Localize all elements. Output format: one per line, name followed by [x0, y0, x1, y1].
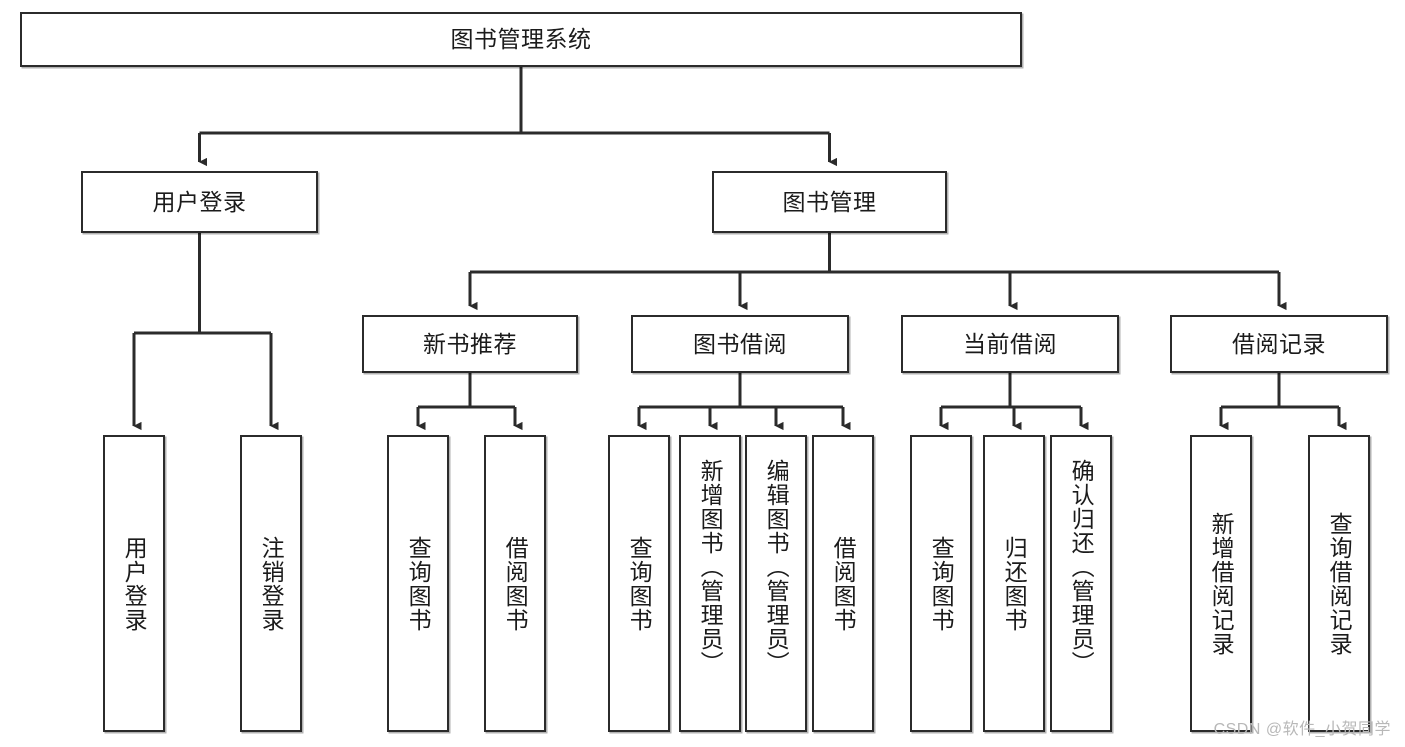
- node-leaf-confirm-return-admin-label: 确认归还（管理员）: [1068, 459, 1095, 675]
- node-leaf-query-book-3[interactable]: 查询图书: [910, 435, 972, 732]
- node-leaf-query-book-2[interactable]: 查询图书: [608, 435, 670, 732]
- node-leaf-add-borrow-record-label: 新增借阅记录: [1208, 511, 1235, 656]
- node-current-borrow[interactable]: 当前借阅: [901, 315, 1119, 373]
- node-leaf-edit-book-admin-label: 编辑图书（管理员）: [763, 459, 790, 675]
- node-leaf-user-logout-label: 注销登录: [258, 535, 285, 632]
- node-leaf-query-book-3-label: 查询图书: [928, 535, 955, 632]
- node-user-login-label: 用户登录: [152, 188, 247, 215]
- node-leaf-add-book-admin-label: 新增图书（管理员）: [697, 459, 724, 675]
- node-book-manage-label: 图书管理: [782, 188, 877, 215]
- node-leaf-user-logout[interactable]: 注销登录: [240, 435, 302, 732]
- node-leaf-borrow-book-2-label: 借阅图书: [830, 535, 857, 632]
- node-leaf-query-book-1-label: 查询图书: [405, 535, 432, 632]
- watermark-text: CSDN @软件_小贺同学: [1213, 721, 1391, 738]
- node-leaf-edit-book-admin[interactable]: 编辑图书（管理员）: [745, 435, 807, 732]
- node-leaf-user-login-label: 用户登录: [121, 535, 148, 632]
- node-leaf-confirm-return-admin[interactable]: 确认归还（管理员）: [1050, 435, 1112, 732]
- node-leaf-borrow-book-1-label: 借阅图书: [502, 535, 529, 632]
- node-new-book-rec[interactable]: 新书推荐: [362, 315, 578, 373]
- node-leaf-query-borrow-record-label: 查询借阅记录: [1326, 511, 1353, 656]
- node-new-book-rec-label: 新书推荐: [423, 330, 517, 357]
- node-leaf-query-borrow-record[interactable]: 查询借阅记录: [1308, 435, 1370, 732]
- node-leaf-borrow-book-2[interactable]: 借阅图书: [812, 435, 874, 732]
- node-user-login[interactable]: 用户登录: [81, 171, 318, 233]
- node-book-borrow[interactable]: 图书借阅: [631, 315, 849, 373]
- node-root[interactable]: 图书管理系统: [20, 12, 1022, 67]
- node-current-borrow-label: 当前借阅: [963, 330, 1057, 357]
- node-leaf-borrow-book-1[interactable]: 借阅图书: [484, 435, 546, 732]
- node-leaf-return-book[interactable]: 归还图书: [983, 435, 1045, 732]
- node-root-label: 图书管理系统: [450, 26, 592, 53]
- node-leaf-add-book-admin[interactable]: 新增图书（管理员）: [679, 435, 741, 732]
- node-leaf-return-book-label: 归还图书: [1001, 535, 1028, 632]
- node-leaf-user-login[interactable]: 用户登录: [103, 435, 165, 732]
- node-borrow-record[interactable]: 借阅记录: [1170, 315, 1388, 373]
- node-book-borrow-label: 图书借阅: [693, 330, 787, 357]
- node-leaf-add-borrow-record[interactable]: 新增借阅记录: [1190, 435, 1252, 732]
- node-borrow-record-label: 借阅记录: [1232, 330, 1326, 357]
- node-leaf-query-book-1[interactable]: 查询图书: [387, 435, 449, 732]
- node-book-manage[interactable]: 图书管理: [712, 171, 947, 233]
- node-leaf-query-book-2-label: 查询图书: [626, 535, 653, 632]
